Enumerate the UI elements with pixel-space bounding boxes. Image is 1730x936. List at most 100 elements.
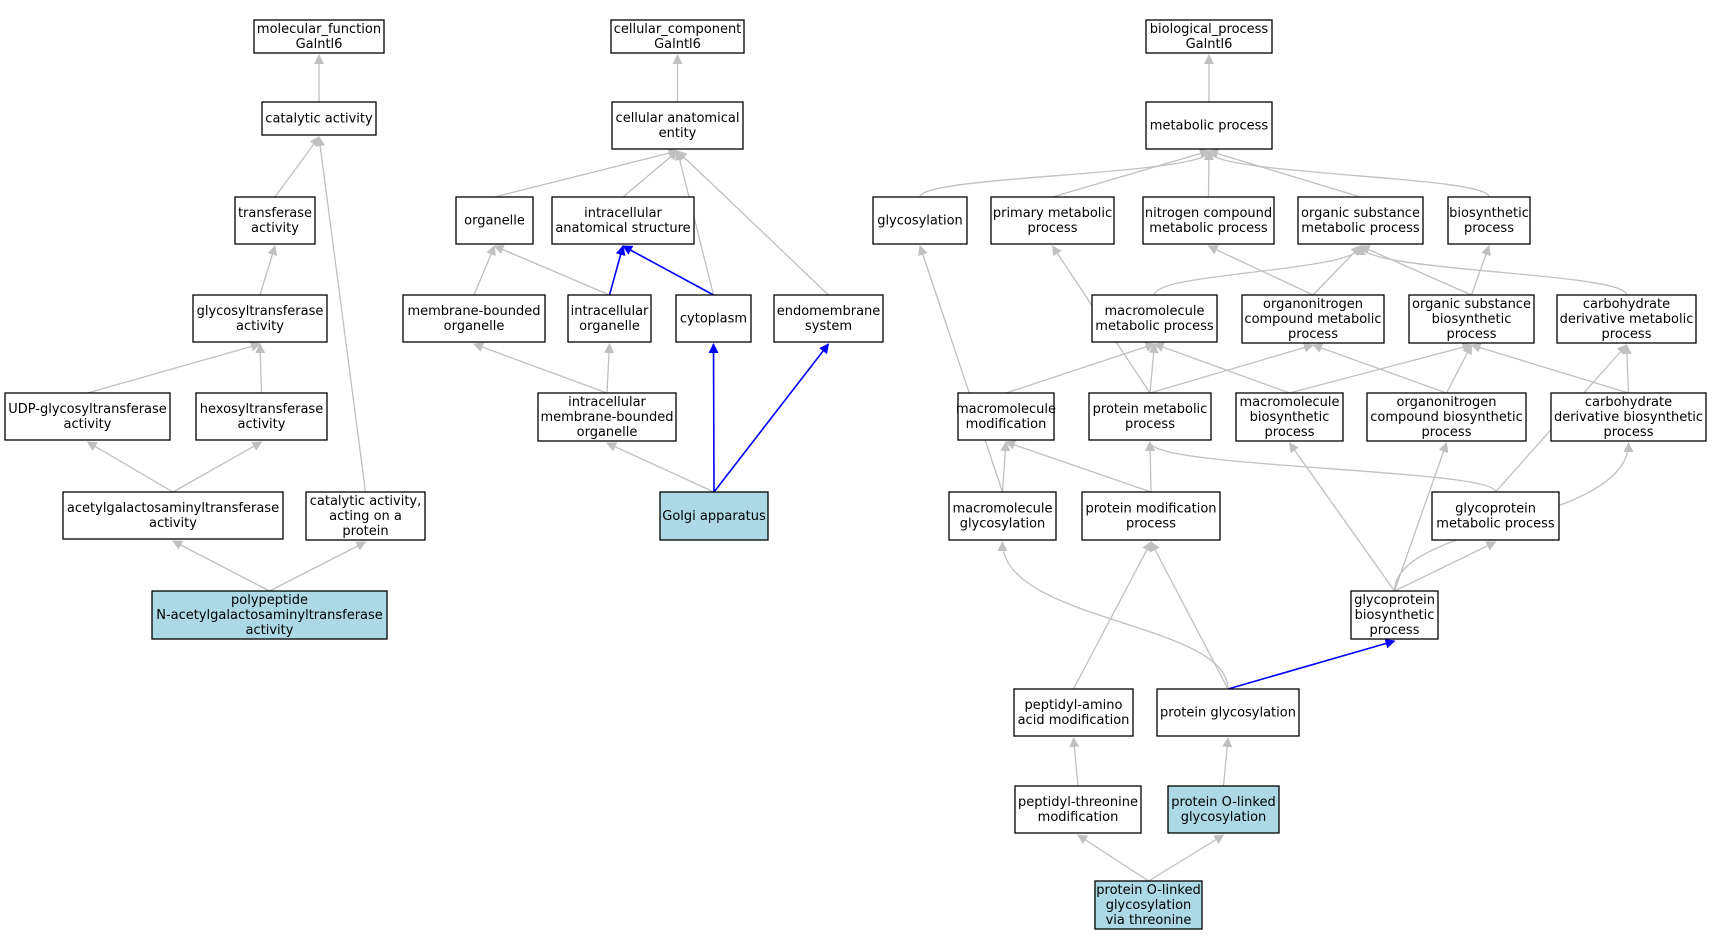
node-box bbox=[1088, 392, 1212, 441]
node-label-line: peptidyl-threonine bbox=[1018, 795, 1138, 810]
edge-organic-bio-to-organic-met bbox=[1359, 245, 1472, 296]
edge-macro-glyco-to-glycosylation bbox=[918, 245, 1004, 493]
node-metabolic[interactable]: metabolic process bbox=[1145, 101, 1273, 150]
node-label-line: cellular_component bbox=[614, 22, 742, 37]
node-box bbox=[1081, 491, 1221, 541]
node-label-line: process bbox=[1604, 425, 1654, 440]
node-label-line: peptidyl-amino bbox=[1025, 698, 1123, 713]
node-label-line: process bbox=[1126, 517, 1176, 532]
node-label-line: process bbox=[1464, 221, 1514, 236]
node-label-line: hexosyltransferase bbox=[200, 402, 323, 417]
edge-cytoplasm-to-cae bbox=[674, 150, 715, 296]
node-label-line: N-acetylgalactosaminyltransferase bbox=[156, 608, 383, 623]
node-box bbox=[1408, 294, 1535, 344]
node-box bbox=[192, 294, 328, 343]
node-box bbox=[151, 590, 388, 640]
edge-orgnitro-met-to-nitrogen-met bbox=[1207, 245, 1314, 296]
edge-o-linked-to-protein-glyco bbox=[1222, 737, 1233, 787]
node-label-line: process bbox=[1447, 327, 1497, 342]
node-glycosylation[interactable]: glycosylation bbox=[872, 196, 968, 245]
edge-imbo-to-io bbox=[604, 343, 615, 394]
node-label-line: compound biosynthetic bbox=[1370, 410, 1523, 425]
node-label-line: activity bbox=[149, 516, 197, 531]
node-label-line: glycosyltransferase bbox=[197, 304, 324, 319]
node-box bbox=[1167, 785, 1280, 834]
edge-o-linked-thr-to-peptidyl-thr bbox=[1077, 834, 1149, 882]
edge-biosynthetic-to-metabolic bbox=[1204, 150, 1490, 198]
node-box bbox=[1431, 491, 1560, 541]
node-box bbox=[1145, 101, 1273, 150]
edge-mbo-to-organelle bbox=[473, 245, 496, 296]
node-box bbox=[675, 294, 752, 343]
node-label-line: protein modification bbox=[1085, 502, 1216, 517]
node-label-line: protein bbox=[342, 524, 388, 539]
node-label-line: process bbox=[1370, 623, 1420, 638]
node-box bbox=[62, 491, 284, 540]
node-polypeptide[interactable]: polypeptideN-acetylgalactosaminyltransfe… bbox=[151, 590, 388, 640]
node-label-line: metabolic process bbox=[1301, 221, 1420, 236]
edge-carb-bio-to-organic-bio bbox=[1470, 342, 1629, 394]
node-box bbox=[537, 392, 677, 442]
node-label-line: derivative biosynthetic bbox=[1554, 410, 1703, 425]
node-catalytic[interactable]: catalytic activity bbox=[261, 101, 377, 136]
node-protein-glyco[interactable]: protein glycosylation bbox=[1156, 688, 1300, 737]
edge-golgi-to-endomem bbox=[713, 343, 830, 493]
node-label-line: carbohydrate bbox=[1583, 297, 1670, 312]
node-label-line: system bbox=[805, 319, 852, 334]
node-label-line: process bbox=[1125, 417, 1175, 432]
node-golgi[interactable]: Golgi apparatus bbox=[659, 491, 769, 541]
node-label-line: acid modification bbox=[1018, 713, 1130, 728]
edge-orgnitro-bio-to-organic-bio bbox=[1445, 344, 1473, 394]
node-cytoplasm[interactable]: cytoplasm bbox=[675, 294, 752, 343]
edge-glycoprot-bio-to-macro-bio bbox=[1288, 442, 1396, 592]
node-label-line: metabolic process bbox=[1149, 221, 1268, 236]
node-box bbox=[195, 392, 328, 441]
edge-macro-mod-to-macro-met bbox=[1005, 342, 1156, 394]
node-label-line: protein metabolic bbox=[1093, 402, 1208, 417]
node-label-line: membrane-bounded bbox=[407, 304, 540, 319]
node-box bbox=[948, 491, 1057, 541]
edge-io-to-organelle bbox=[493, 244, 610, 296]
node-label-line: protein O-linked bbox=[1096, 883, 1200, 898]
node-box bbox=[402, 294, 546, 343]
node-label-line: macromolecule bbox=[956, 402, 1056, 417]
edge-cat-protein-to-catalytic bbox=[315, 136, 367, 493]
node-organelle[interactable]: organelle bbox=[455, 196, 534, 245]
